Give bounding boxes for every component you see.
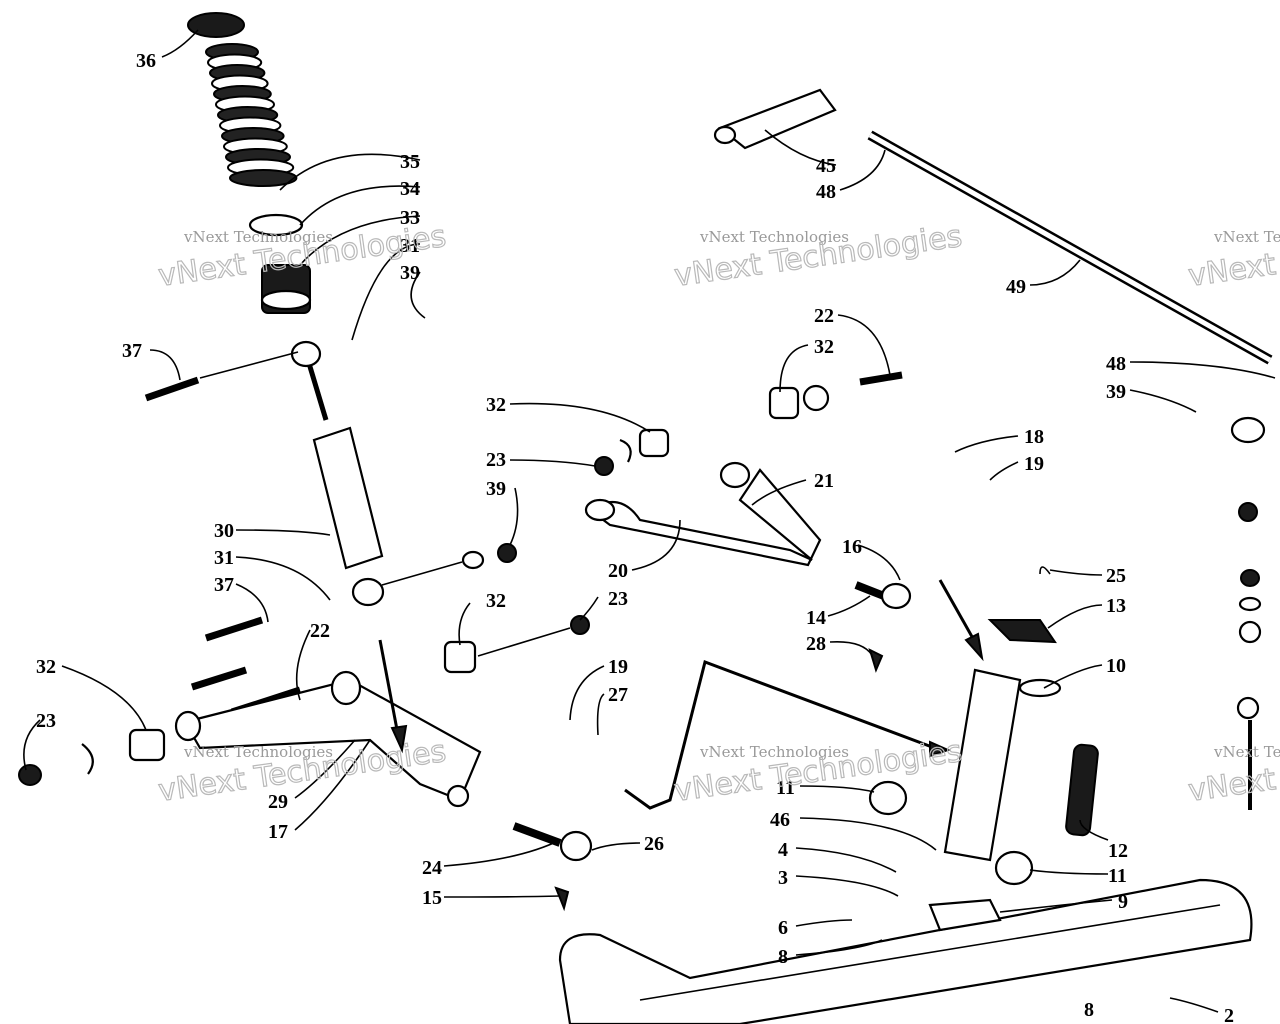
callout-26: 26 bbox=[644, 833, 664, 855]
callout-31b: 31 bbox=[214, 547, 234, 569]
watermark-small-text: vNext Technologies bbox=[183, 228, 333, 246]
callout-19: 19 bbox=[1024, 453, 1044, 475]
tie-rod-49 bbox=[867, 130, 1273, 444]
spring-seat bbox=[248, 213, 312, 314]
callout-35: 35 bbox=[400, 151, 420, 173]
callout-29: 29 bbox=[268, 791, 288, 813]
watermark-small-text: vNext Tec bbox=[1213, 228, 1280, 246]
callout-4: 4 bbox=[778, 839, 788, 861]
callout-39b: 39 bbox=[486, 478, 506, 500]
bushing-32-upper bbox=[594, 371, 903, 476]
callout-18: 18 bbox=[1024, 426, 1044, 448]
coil-spring bbox=[205, 43, 298, 187]
callout-39c: 39 bbox=[1106, 381, 1126, 403]
callout-34: 34 bbox=[400, 178, 420, 200]
watermark-small-text: vNext Tec bbox=[1213, 743, 1280, 761]
callout-9: 9 bbox=[1118, 891, 1128, 913]
callout-8b: 8 bbox=[1084, 999, 1094, 1021]
callout-16: 16 bbox=[842, 536, 862, 558]
callout-24: 24 bbox=[422, 857, 442, 879]
callout-3: 3 bbox=[778, 867, 788, 889]
ski bbox=[558, 878, 1253, 1024]
callout-36: 36 bbox=[136, 50, 156, 72]
callout-23b: 23 bbox=[486, 449, 506, 471]
callout-31: 31 bbox=[400, 235, 420, 257]
right-hardware-stack bbox=[1236, 502, 1262, 810]
callout-21: 21 bbox=[814, 470, 834, 492]
callout-2: 2 bbox=[1224, 1005, 1234, 1024]
spring-coil bbox=[229, 169, 298, 187]
watermark: vNext Technologies vNext Technologies bbox=[672, 733, 965, 809]
callout-48: 48 bbox=[816, 181, 836, 203]
callout-22: 22 bbox=[310, 620, 330, 642]
bushing-32-middle bbox=[381, 543, 590, 674]
callout-39: 39 bbox=[400, 262, 420, 284]
callout-48b: 48 bbox=[1106, 353, 1126, 375]
callout-37: 37 bbox=[122, 340, 142, 362]
bushing-32-left bbox=[18, 728, 166, 786]
callout-37b: 37 bbox=[214, 574, 234, 596]
callout-14: 14 bbox=[806, 607, 826, 629]
callout-27: 27 bbox=[608, 684, 628, 706]
callout-32d: 32 bbox=[814, 336, 834, 358]
upper-a-arm bbox=[584, 461, 822, 567]
watermark: vNext Technologies vNext Technologies bbox=[156, 733, 449, 809]
watermark: vNext Technologies vNext Technologies bbox=[672, 218, 965, 294]
callout-28: 28 bbox=[806, 633, 826, 655]
tie-rod-end-24 bbox=[512, 822, 593, 912]
lower-a-arm bbox=[174, 670, 482, 808]
watermark: vNext Tec vNext Techno bbox=[1186, 743, 1280, 810]
callout-30: 30 bbox=[214, 520, 234, 542]
watermark-small-text: vNext Technologies bbox=[699, 743, 849, 761]
callout-15: 15 bbox=[422, 887, 442, 909]
callout-32b: 32 bbox=[486, 590, 506, 612]
callout-46: 46 bbox=[770, 809, 790, 831]
bolt-37-upper bbox=[144, 351, 299, 402]
callout-19b: 19 bbox=[608, 656, 628, 678]
steering-link bbox=[624, 660, 941, 810]
callout-25: 25 bbox=[1106, 565, 1126, 587]
callout-23: 23 bbox=[36, 710, 56, 732]
steering-arm-45 bbox=[713, 88, 837, 150]
callout-49: 49 bbox=[1006, 276, 1026, 298]
callout-11: 11 bbox=[776, 777, 795, 799]
callout-12: 12 bbox=[1108, 840, 1128, 862]
callout-20: 20 bbox=[608, 560, 628, 582]
watermark-small-text: vNext Technologies bbox=[699, 228, 849, 246]
callout-labels: 36 35 34 33 31 39 37 30 31 37 32 22 23 2… bbox=[36, 50, 1234, 1024]
watermark-small-text: vNext Technologies bbox=[183, 743, 333, 761]
callout-11b: 11 bbox=[1108, 865, 1127, 887]
spindle bbox=[868, 619, 1099, 886]
callout-8: 8 bbox=[778, 946, 788, 968]
callout-10: 10 bbox=[1106, 655, 1126, 677]
callout-33: 33 bbox=[400, 207, 420, 229]
callout-32: 32 bbox=[36, 656, 56, 678]
callout-6: 6 bbox=[778, 917, 788, 939]
callout-17: 17 bbox=[268, 821, 288, 843]
callout-23c: 23 bbox=[608, 588, 628, 610]
spring-top-cap bbox=[187, 12, 245, 38]
tie-rod-end-14 bbox=[854, 581, 912, 673]
assembly-arrows bbox=[378, 579, 984, 758]
callout-32c: 32 bbox=[486, 394, 506, 416]
callout-22b: 22 bbox=[814, 305, 834, 327]
leader-lines bbox=[23, 29, 1276, 1013]
callout-45: 45 bbox=[816, 155, 836, 177]
bolt-37-lower bbox=[204, 616, 264, 642]
shock-absorber bbox=[290, 340, 385, 607]
callout-13: 13 bbox=[1106, 595, 1126, 617]
watermark: vNext Tec vNext Techno bbox=[1186, 228, 1280, 295]
